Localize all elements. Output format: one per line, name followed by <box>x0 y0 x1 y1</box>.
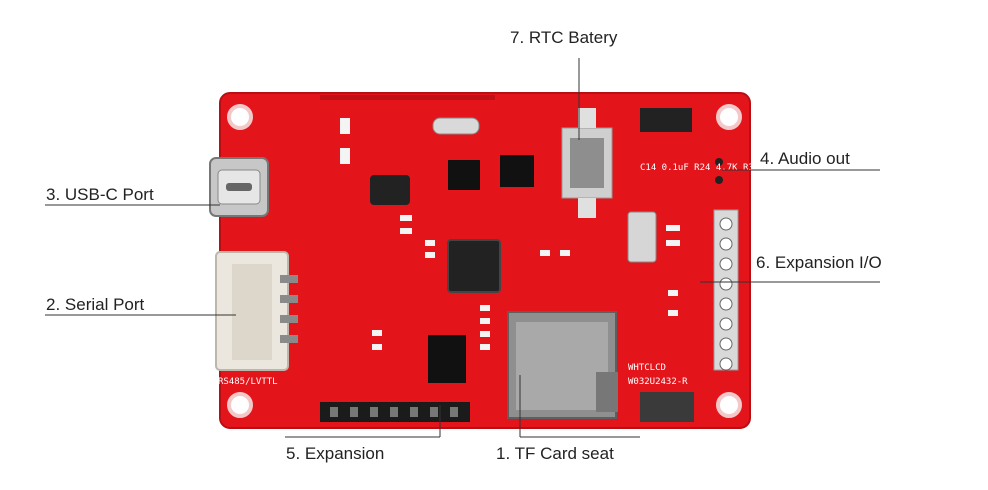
ic-u5 <box>448 160 480 190</box>
audio-out-label: 4. Audio out <box>760 149 850 168</box>
bottom-right-connector <box>640 392 694 422</box>
audio-out-pads <box>715 158 723 184</box>
switch <box>627 211 657 263</box>
audio-values-silk: C14 0.1uF R24 4.7K R30 4.7K R29 4.7K <box>640 163 836 173</box>
model-silk: W032U2432-R <box>628 377 688 387</box>
inductor <box>370 175 410 205</box>
serial-port-label: 2. Serial Port <box>46 295 145 314</box>
usbc-connector <box>209 157 269 217</box>
expansion-label: 5. Expansion <box>286 444 385 463</box>
mounting-holes <box>227 104 742 418</box>
crystal <box>432 117 480 135</box>
expansion-io-label: 6. Expansion I/O <box>756 253 882 272</box>
tf-card-seat-label: 1. TF Card seat <box>496 444 614 463</box>
leader-lines <box>45 58 880 438</box>
rtc-battery-holder <box>561 108 613 218</box>
smd-components <box>340 118 680 350</box>
expansion-io-header <box>713 209 739 371</box>
serial-silk-label: RS485/LVTTL <box>218 377 278 387</box>
ic-u13 <box>500 155 534 187</box>
brand-silk: WHTCLCD <box>628 363 666 373</box>
tf-card-seat <box>507 311 618 419</box>
serial-port-connector <box>215 251 298 371</box>
main-chip <box>447 239 501 293</box>
usbc-port-label: 3. USB-C Port <box>46 185 154 204</box>
expansion-header <box>320 402 470 422</box>
ic-u4 <box>428 335 466 383</box>
rtc-battery-label: 7. RTC Batery <box>510 28 618 47</box>
top-header <box>640 108 692 132</box>
